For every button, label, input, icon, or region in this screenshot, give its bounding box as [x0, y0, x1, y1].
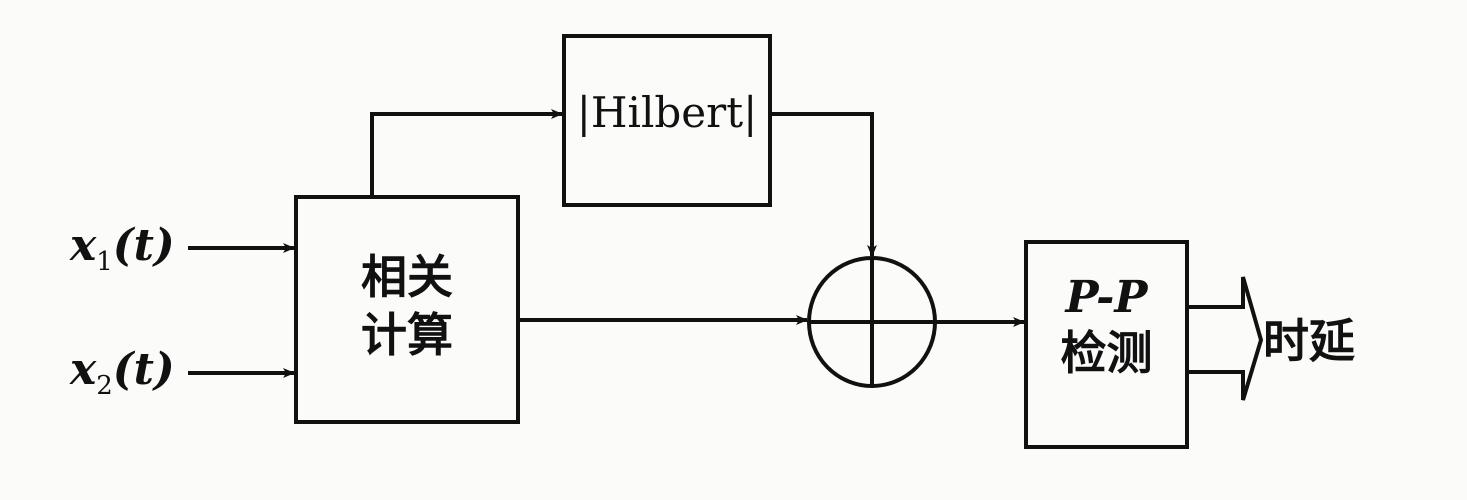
hilbert-output-arrow: [770, 112, 877, 257]
output-hollow-arrow-icon: [1187, 276, 1264, 401]
hilbert-input-arrow: [370, 109, 563, 197]
hilbert-block: [562, 34, 772, 207]
input-x1-label: x1(t): [70, 220, 175, 277]
pp-detect-block: [1024, 240, 1189, 449]
hilbert-label: |Hilbert|: [576, 88, 758, 137]
input-x2-label: x2(t): [70, 344, 175, 401]
correlation-block: [294, 195, 520, 424]
adder-circle-icon: [807, 256, 937, 388]
pp-detect-label: P-P 检测: [1060, 272, 1153, 380]
output-time-delay-label: 时延: [1263, 314, 1355, 368]
correlation-label: 相关计算: [361, 250, 453, 362]
